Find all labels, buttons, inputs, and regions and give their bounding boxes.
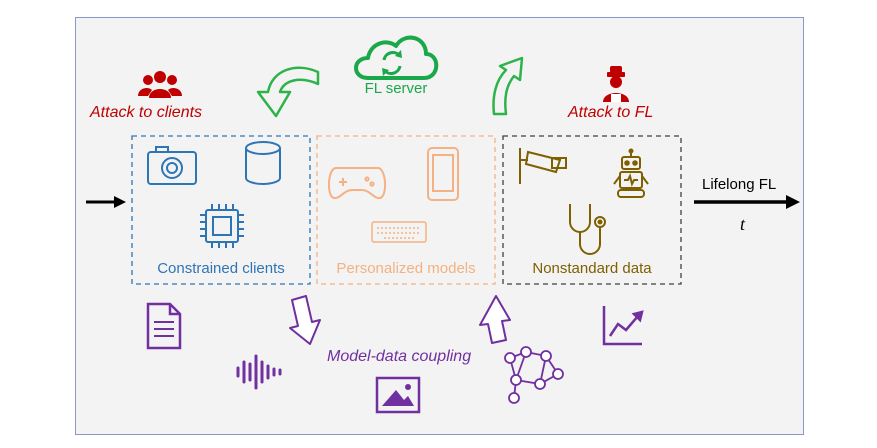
attack-to-fl-label: Attack to FL [568,104,654,121]
cpu-chip-icon [200,204,244,248]
gamepad-icon [328,167,386,200]
hollow-arrow-down-icon [289,295,321,345]
personalized-models-box [316,135,496,285]
curved-arrow-up-icon [492,56,524,116]
input-arrow [86,196,126,208]
diagram-panel [75,17,804,435]
keyboard-icon [371,221,427,243]
constrained-clients-box [131,135,311,285]
lifelong-fl-label: Lifelong FL [702,176,777,193]
smartphone-icon [427,147,459,201]
curved-arrow-down-icon [256,66,320,118]
cloud-sync-icon [354,35,439,80]
lifelong-arrow [694,195,800,209]
user-group-icon [138,71,182,98]
hacker-icon [603,66,629,102]
robot-icon [613,148,649,198]
model-data-coupling-label: Model-data coupling [327,348,472,365]
stethoscope-icon [569,204,606,255]
nonstandard-data-label: Nonstandard data [532,260,652,277]
database-icon [245,141,281,185]
nonstandard-data-box [502,135,682,285]
network-icon [504,346,564,404]
security-camera-icon [519,148,567,184]
attack-to-clients-label: Attack to clients [90,104,203,121]
line-chart-icon [602,306,644,346]
image-icon [375,376,421,414]
hollow-arrow-up-icon [479,295,511,344]
fl-server-label: FL server [364,80,428,97]
document-icon [146,302,182,350]
personalized-models-label: Personalized models [336,260,476,277]
time-label: t [740,214,746,234]
camera-icon [147,146,197,185]
constrained-clients-label: Constrained clients [157,260,285,277]
audio-wave-icon [236,354,282,390]
